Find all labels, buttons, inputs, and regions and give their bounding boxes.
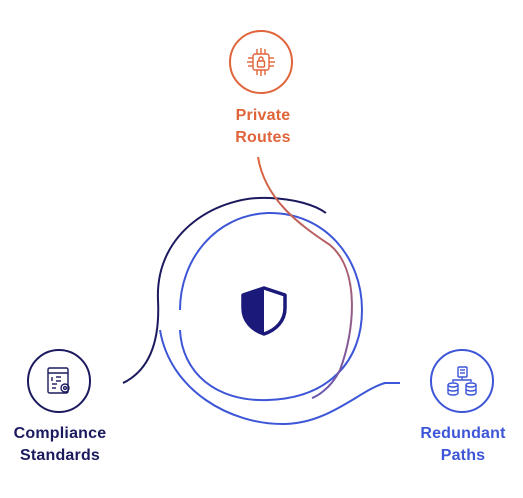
inner-blue-arc	[179, 211, 364, 402]
compliance-standards-line2: Standards	[19, 447, 101, 464]
private-routes-line1: Private	[235, 107, 291, 124]
network-lock-icon	[247, 48, 275, 76]
private-routes-label: Private Routes	[193, 105, 333, 149]
redundant-paths-node	[430, 349, 494, 413]
private-connector-line	[257, 156, 353, 399]
redundant-paths-label: Redundant Paths	[393, 423, 523, 467]
compliance-standards-node	[27, 349, 91, 413]
redundant-paths-line2: Paths	[440, 447, 486, 464]
private-routes-node	[229, 30, 293, 94]
compliance-connector-arc	[122, 196, 327, 384]
document-gear-icon	[47, 367, 70, 394]
redundant-paths-line1: Redundant	[420, 425, 506, 442]
compliance-standards-line1: Compliance	[13, 425, 107, 442]
database-sync-icon	[447, 366, 477, 396]
private-routes-line2: Routes	[235, 129, 291, 146]
redundant-connector-arc	[159, 329, 400, 426]
shield-icon	[241, 286, 287, 336]
compliance-standards-label: Compliance Standards	[0, 423, 130, 467]
